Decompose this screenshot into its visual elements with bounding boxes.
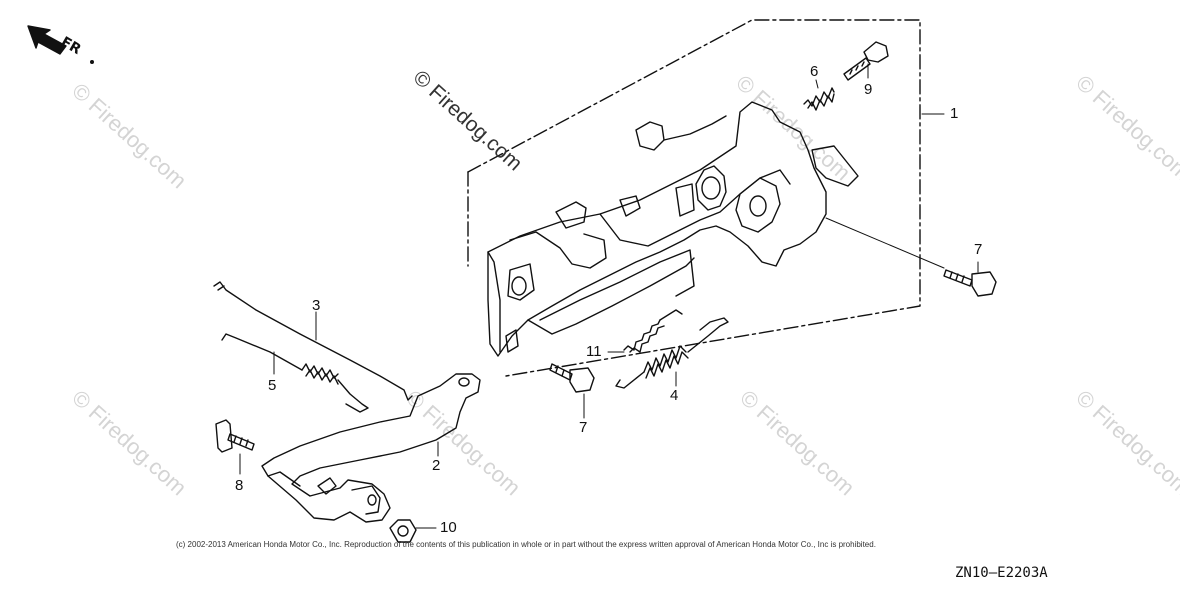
- callout-1: 1: [950, 105, 959, 122]
- leader-6: [815, 79, 819, 89]
- callout-11: 11: [586, 343, 602, 360]
- assembly-boundary: [467, 19, 921, 377]
- callout-10: 10: [440, 519, 457, 536]
- governor-rod-part-3: [213, 281, 413, 401]
- callout-9: 9: [864, 81, 873, 98]
- governor-spring-part-5: [221, 333, 369, 413]
- bolt-part-7-right: [943, 269, 997, 297]
- front-direction-dot: [90, 60, 94, 64]
- return-spring-part-4: [615, 317, 729, 389]
- callout-5: 5: [268, 377, 277, 394]
- callout-7-right: 7: [974, 241, 983, 258]
- callout-7-lower: 7: [579, 419, 588, 436]
- callout-6: 6: [810, 63, 819, 80]
- leader-7-right: [825, 217, 945, 269]
- copyright-notice: (c) 2002-2013 American Honda Motor Co., …: [176, 540, 876, 549]
- spring-part-11: [623, 309, 683, 353]
- front-direction-arrow-icon: [27, 25, 67, 55]
- callout-2: 2: [432, 457, 441, 474]
- callout-8: 8: [235, 477, 244, 494]
- spring-part-6: [803, 87, 835, 111]
- bolt-part-8: [215, 419, 255, 453]
- callout-4: 4: [670, 387, 679, 404]
- bolt-part-9: [843, 41, 889, 81]
- nut-part-10: [389, 519, 417, 543]
- callout-3: 3: [312, 297, 321, 314]
- control-lever-part-2: [261, 373, 481, 523]
- bolt-part-7-lower: [549, 363, 595, 393]
- control-base-part-1: [487, 101, 859, 357]
- diagram-id: ZN10—E2203A: [955, 565, 1048, 581]
